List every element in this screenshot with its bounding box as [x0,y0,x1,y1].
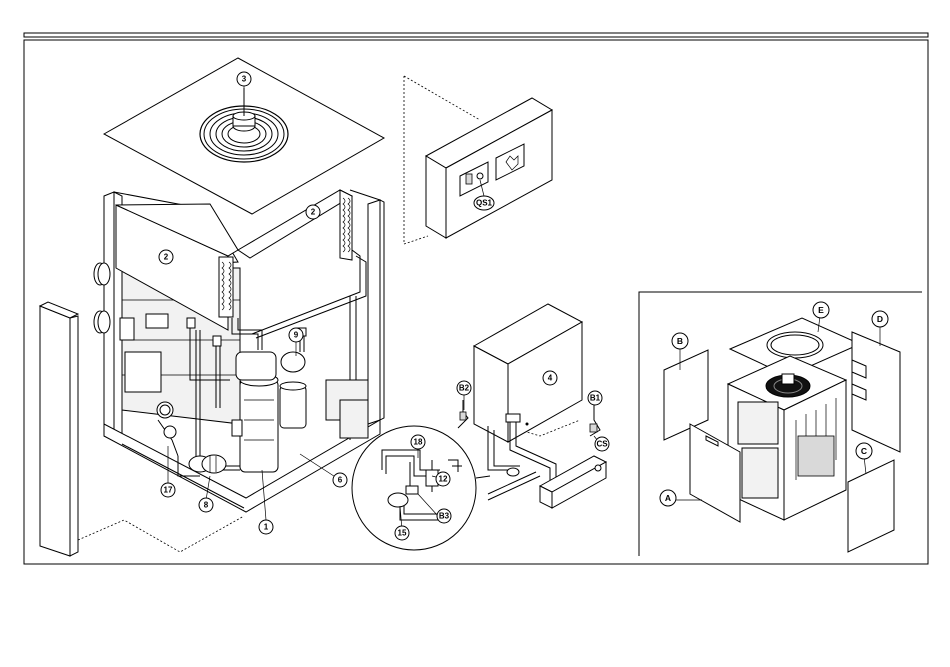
callout-6: 6 [333,473,347,487]
callout-12-label: 12 [439,475,448,484]
callout-8: 8 [199,498,213,512]
callout-3-label: 3 [242,75,247,84]
control-box [426,98,552,238]
callout-8-label: 8 [204,501,209,510]
callout-b3: B3 [437,509,451,523]
callout-1: 1 [259,520,273,534]
callout-2a-label: 2 [164,253,169,262]
inset-assembly-view [639,292,922,556]
electrical-box [474,304,582,442]
panel-callout-b: B [672,333,688,349]
callout-4-label: 4 [548,374,553,383]
callout-15-label: 15 [398,529,407,538]
panel-callout-d: D [872,311,888,327]
callout-17: 17 [161,483,175,497]
callout-cs: CS [595,437,609,451]
callout-1-label: 1 [264,523,269,532]
callout-12: 12 [436,472,450,486]
panel-callout-a: A [660,490,676,506]
side-panel-left [40,302,78,556]
callout-2b-label: 2 [311,208,316,217]
callout-18: 18 [411,435,425,449]
callout-qs1-label: QS1 [476,199,493,208]
callout-b1: B1 [588,391,602,405]
callout-cs-label: CS [596,440,608,449]
callout-9-label: 9 [294,331,299,340]
callout-4: 4 [543,371,557,385]
callout-b1-label: B1 [590,394,601,403]
callout-b2: B2 [457,381,471,395]
callout-qs1: QS1 [474,196,494,210]
panel-c-label: C [861,446,867,456]
callout-15: 15 [395,526,409,540]
callout-3: 3 [237,72,251,86]
panel-callout-c: C [856,443,872,459]
panel-e-label: E [818,305,824,315]
reservoir [540,456,606,508]
callout-18-label: 18 [414,438,423,447]
panel-b-label: B [677,336,683,346]
panel-d-label: D [877,314,883,324]
callout-2-left: 2 [159,250,173,264]
callout-2-right: 2 [306,205,320,219]
callout-b2-label: B2 [459,384,470,393]
panel-a-label: A [665,493,671,503]
callout-b3-label: B3 [439,512,450,521]
panel-callout-e: E [813,302,829,318]
callout-6-label: 6 [338,476,343,485]
callout-17-label: 17 [164,486,173,495]
callout-9: 9 [289,328,303,342]
